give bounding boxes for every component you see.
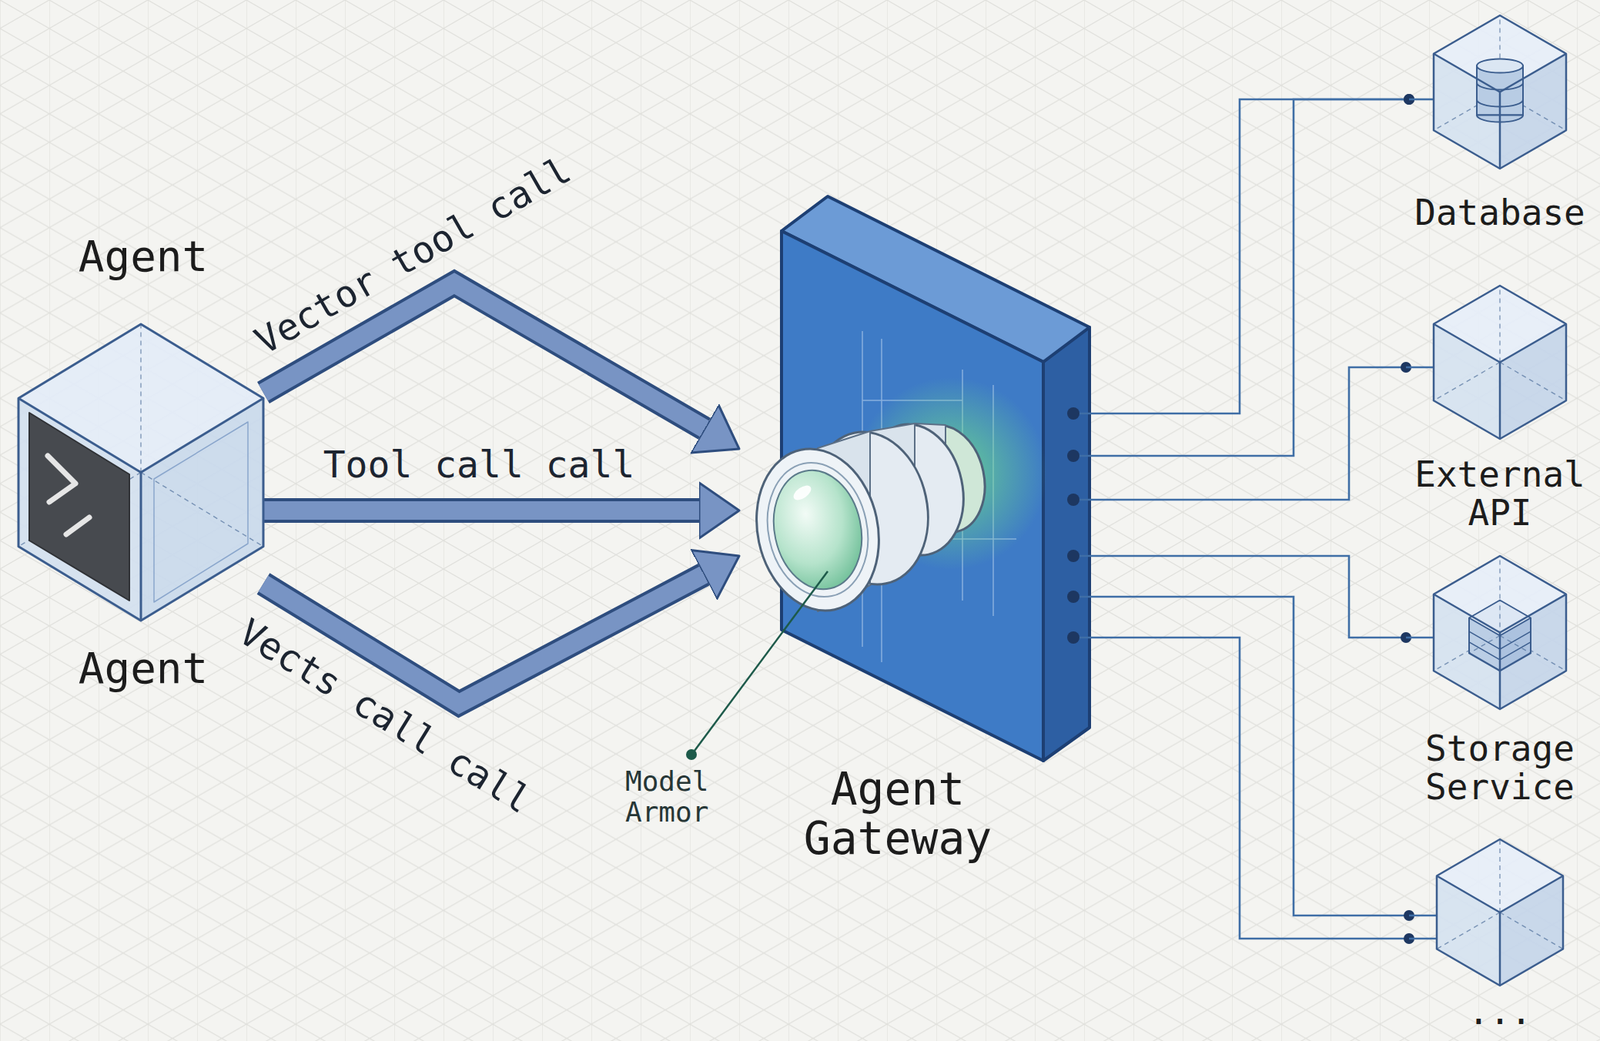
glass-inset xyxy=(153,421,248,603)
edge-label-box: Tool call call xyxy=(323,444,636,486)
arrow-outline xyxy=(263,498,700,523)
service-label: Database xyxy=(1414,193,1586,233)
wire-line xyxy=(1111,596,1410,916)
cube-outline xyxy=(1433,555,1567,710)
panel-side xyxy=(1043,327,1090,761)
wire-stub xyxy=(1409,98,1434,101)
more-label: ... xyxy=(1467,992,1532,1032)
service-node: Storage Service xyxy=(1405,553,1594,812)
db-band xyxy=(1476,83,1524,91)
gateway-wire xyxy=(1111,361,1412,500)
db-top xyxy=(1476,59,1524,74)
port xyxy=(1067,631,1080,644)
cube-left-face xyxy=(18,398,141,621)
cube-edge xyxy=(1433,594,1567,710)
arrow-body xyxy=(263,501,700,520)
leader-line xyxy=(694,571,828,751)
service-label: Storage Service xyxy=(1405,729,1594,807)
cube-edge xyxy=(18,398,264,621)
gateway-wire xyxy=(1111,555,1412,643)
port xyxy=(1067,549,1080,563)
cube-outline xyxy=(18,324,264,621)
port xyxy=(1067,449,1080,462)
edge-label: Vector tool call xyxy=(247,149,577,362)
service-node: External API xyxy=(1405,283,1594,538)
cube-outline xyxy=(1433,15,1567,169)
cube-outline xyxy=(1433,285,1567,439)
tool-call-arrow xyxy=(263,510,700,512)
terminal-face xyxy=(29,412,130,601)
wire-line xyxy=(1111,367,1406,500)
gateway-wire xyxy=(1111,637,1415,944)
cube-edge xyxy=(1433,324,1567,439)
port xyxy=(1067,407,1080,420)
prompt-symbol xyxy=(47,455,76,503)
wire-line xyxy=(1111,99,1410,456)
wire-line xyxy=(1111,637,1410,939)
lens-ring xyxy=(742,437,894,623)
cube-edge xyxy=(1436,876,1564,987)
gateway-label: Agent Gateway xyxy=(789,765,1006,864)
gateway-wire xyxy=(1111,93,1415,456)
service-node: ... xyxy=(1409,837,1591,1037)
service-node: Database xyxy=(1409,13,1591,238)
agent-node-shape xyxy=(7,223,264,697)
label-box: Model Armor xyxy=(625,766,734,827)
agent-node: AgentAgent xyxy=(7,223,264,697)
edge-label: Tool call call xyxy=(323,444,636,486)
lens-glass xyxy=(763,461,873,598)
edge-label-box: Vects call call xyxy=(232,611,539,821)
service-label: External API xyxy=(1405,455,1594,533)
wire-stub xyxy=(1405,636,1434,640)
wire-stub xyxy=(1409,937,1437,941)
gateway-wire xyxy=(1111,93,1415,414)
agent-label: Agent xyxy=(78,644,209,693)
port xyxy=(1067,590,1080,603)
wire-stub xyxy=(1409,914,1437,918)
port xyxy=(1067,493,1080,506)
leader-dot xyxy=(686,749,697,760)
gateway-wire xyxy=(1111,596,1415,921)
wire-stub xyxy=(1405,366,1434,369)
gateway-node: Agent Gateway xyxy=(739,184,1112,871)
edge-label-box: Vector tool call xyxy=(247,149,577,362)
cube-edge xyxy=(1433,53,1567,169)
edge-label: Vects call call xyxy=(232,611,539,821)
callout-label: Model Armor xyxy=(625,766,734,827)
cube-outline xyxy=(1436,839,1564,986)
prompt-symbol xyxy=(66,517,90,535)
lens-highlight xyxy=(790,482,814,503)
agent-label: Agent xyxy=(78,232,209,281)
